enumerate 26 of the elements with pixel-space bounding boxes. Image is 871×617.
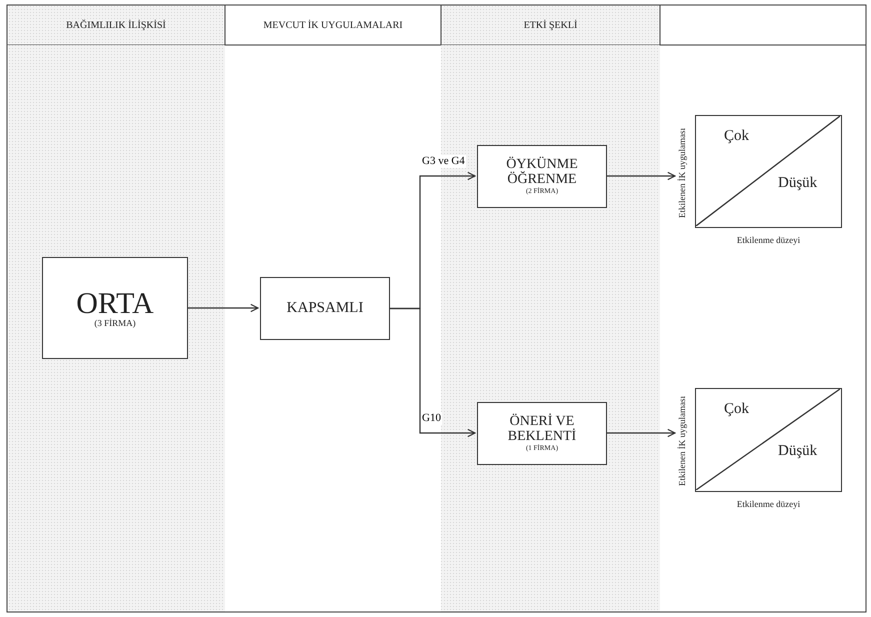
box-note: (3 FİRMA)	[94, 319, 136, 328]
box-title: KAPSAMLI	[286, 300, 364, 316]
axis-label: Etkilenen İK uygulaması	[677, 128, 687, 218]
box-title: ÖNERİ VE BEKLENTİ	[506, 415, 578, 444]
region-label: Çok	[724, 128, 750, 145]
arrow	[390, 308, 476, 438]
column-header: MEVCUT İK UYGULAMALARI	[263, 20, 403, 30]
axis-label: Etkilenme düzeyi	[736, 499, 800, 509]
edge-label: G10	[421, 412, 442, 425]
process-box	[260, 277, 390, 340]
axis-label: Etkilenme düzeyi	[736, 235, 800, 245]
process-box	[477, 402, 607, 465]
arrow	[607, 428, 676, 438]
process-box	[42, 257, 188, 359]
arrow	[188, 304, 259, 312]
edge-label: G3 ve G4	[421, 155, 466, 168]
column-header: BAĞIMLILIK İLİŞKİSİ	[66, 20, 166, 30]
box-title: ORTA	[76, 288, 154, 320]
process-box	[477, 145, 607, 208]
region-label: Düşük	[778, 174, 818, 192]
column-header: ETKİ ŞEKLİ	[524, 20, 578, 30]
axis-label: Etkilenen İK uygulaması	[677, 396, 687, 486]
box-title: ÖYKÜNME ÖĞRENME	[505, 158, 579, 187]
region-label: Düşük	[778, 443, 818, 460]
region-label: Çok	[724, 401, 750, 418]
arrow	[607, 172, 676, 180]
